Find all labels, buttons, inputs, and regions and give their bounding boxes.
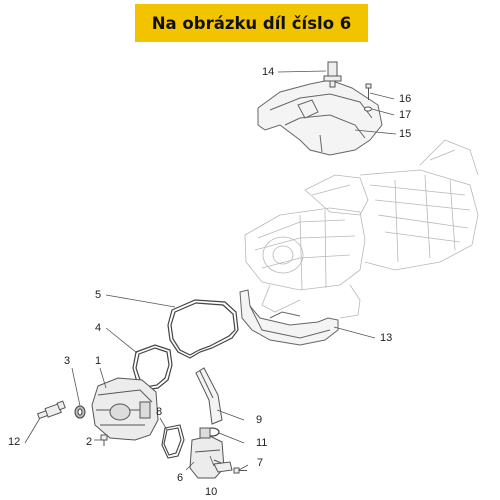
callout-9: 9 bbox=[256, 414, 263, 426]
callout-6: 6 bbox=[177, 472, 184, 484]
callout-12: 12 bbox=[8, 436, 21, 448]
sensor-part-14 bbox=[323, 61, 342, 88]
bracket-part-10 bbox=[213, 461, 233, 473]
hose-part-9 bbox=[195, 367, 223, 425]
callout-2: 2 bbox=[86, 436, 93, 448]
callout-11: 11 bbox=[256, 437, 268, 449]
callout-13: 13 bbox=[380, 332, 393, 344]
callout-15: 15 bbox=[399, 128, 412, 140]
top-cover bbox=[257, 79, 383, 156]
title-text: Na obrázku díl číslo 6 bbox=[151, 13, 352, 33]
lower-cover-part-13 bbox=[239, 289, 339, 346]
engine-frame-outline bbox=[244, 139, 479, 319]
gasket-part-4 bbox=[132, 344, 173, 391]
head-cover-part-1 bbox=[91, 377, 159, 441]
bolt-part-7 bbox=[233, 467, 247, 474]
callout-5: 5 bbox=[95, 289, 102, 301]
callout-8: 8 bbox=[156, 406, 163, 418]
leader-lines bbox=[24, 70, 397, 471]
oring-part-8 bbox=[161, 424, 185, 459]
washer-part-17 bbox=[364, 106, 372, 112]
callout-10: 10 bbox=[205, 486, 218, 498]
bolt-part-2 bbox=[100, 434, 108, 446]
callout-4: 4 bbox=[95, 322, 102, 334]
seal-part-3 bbox=[74, 405, 86, 419]
spark-plug-part-12 bbox=[36, 400, 66, 420]
callout-16: 16 bbox=[399, 93, 412, 105]
screw-part-16 bbox=[365, 83, 372, 100]
callout-3: 3 bbox=[64, 355, 71, 367]
callout-14: 14 bbox=[262, 66, 275, 78]
callout-17: 17 bbox=[399, 109, 412, 121]
callout-7: 7 bbox=[257, 457, 264, 469]
gasket-part-5 bbox=[167, 299, 239, 359]
title-banner: Na obrázku díl číslo 6 bbox=[135, 4, 368, 42]
callout-1: 1 bbox=[95, 355, 102, 367]
